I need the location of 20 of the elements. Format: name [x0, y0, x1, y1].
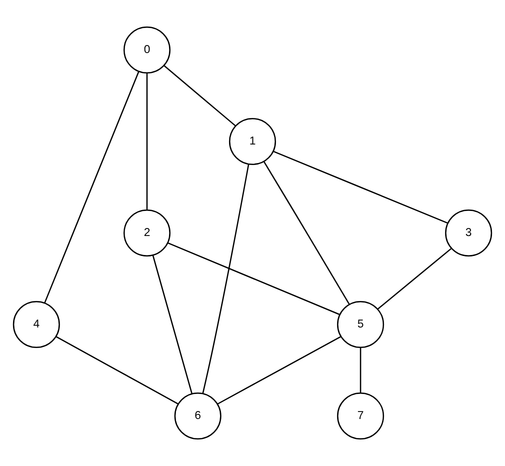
- connector: [44, 71, 140, 304]
- connector: [377, 248, 452, 310]
- node-circle: 6: [174, 392, 222, 440]
- node-circle: 0: [123, 26, 171, 74]
- node-circle: 2: [123, 209, 171, 257]
- node-circle: 5: [337, 301, 384, 348]
- node-circle: 1: [228, 118, 276, 165]
- connector: [164, 65, 236, 126]
- connector: [168, 242, 340, 315]
- connector: [263, 161, 350, 305]
- connector: [360, 348, 362, 394]
- connector: [272, 150, 448, 224]
- connector: [56, 336, 178, 404]
- node-circle: 7: [337, 392, 384, 440]
- connector: [152, 255, 193, 394]
- connector: [146, 73, 148, 210]
- connector: [217, 336, 342, 405]
- node-circle: 4: [12, 301, 60, 348]
- node-circle: 3: [445, 209, 492, 257]
- connector: [202, 164, 250, 394]
